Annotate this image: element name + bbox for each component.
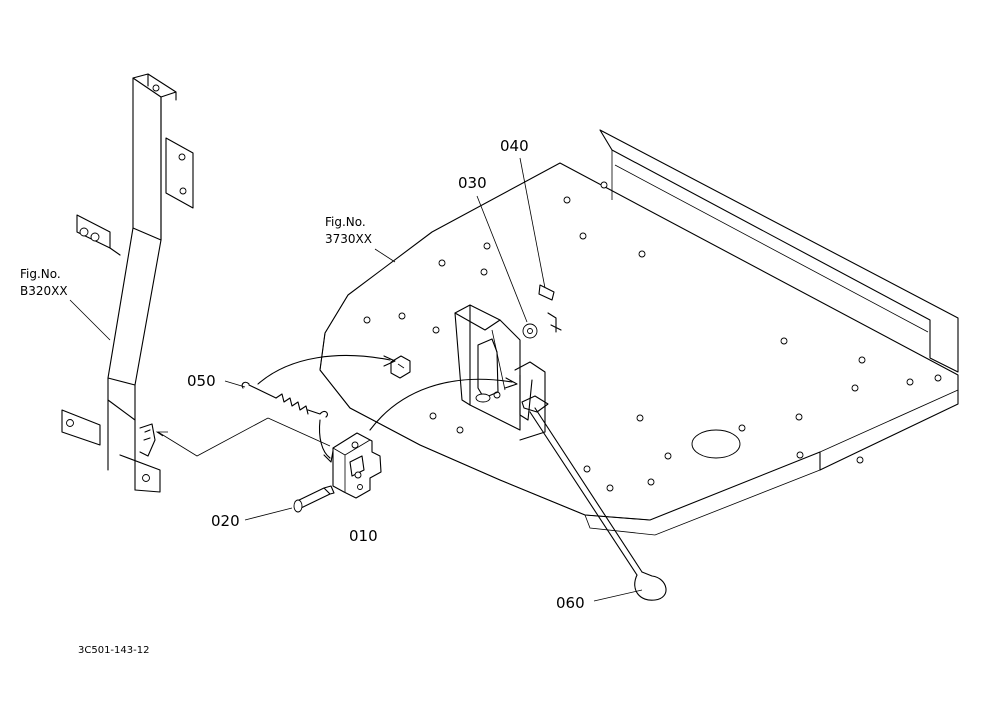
fig-ref-center-title: Fig.No.: [325, 215, 366, 229]
latch-010: [332, 432, 382, 499]
fig-ref-left-code: B320XX: [20, 284, 68, 298]
pin-040: [538, 284, 562, 333]
washer-030: [522, 323, 538, 339]
callout-050: 050: [187, 372, 216, 390]
fig-ref-center-code: 3730XX: [325, 232, 372, 246]
callout-040: 040: [500, 137, 529, 155]
bolt-020: [293, 485, 335, 513]
fig-ref-left-title: Fig.No.: [20, 267, 61, 281]
clip: [390, 355, 411, 379]
rod-060: [521, 395, 667, 601]
spring-050: [241, 381, 328, 418]
assembly-arrows: [155, 355, 518, 463]
floor-plate: [319, 129, 959, 536]
frame-bracket: [61, 73, 194, 493]
callout-020: 020: [211, 512, 240, 530]
leader-lines: [69, 157, 643, 602]
callout-060: 060: [556, 594, 585, 612]
drawing-code: 3C501-143-12: [78, 645, 149, 656]
callout-030: 030: [458, 174, 487, 192]
callout-010: 010: [349, 527, 378, 545]
